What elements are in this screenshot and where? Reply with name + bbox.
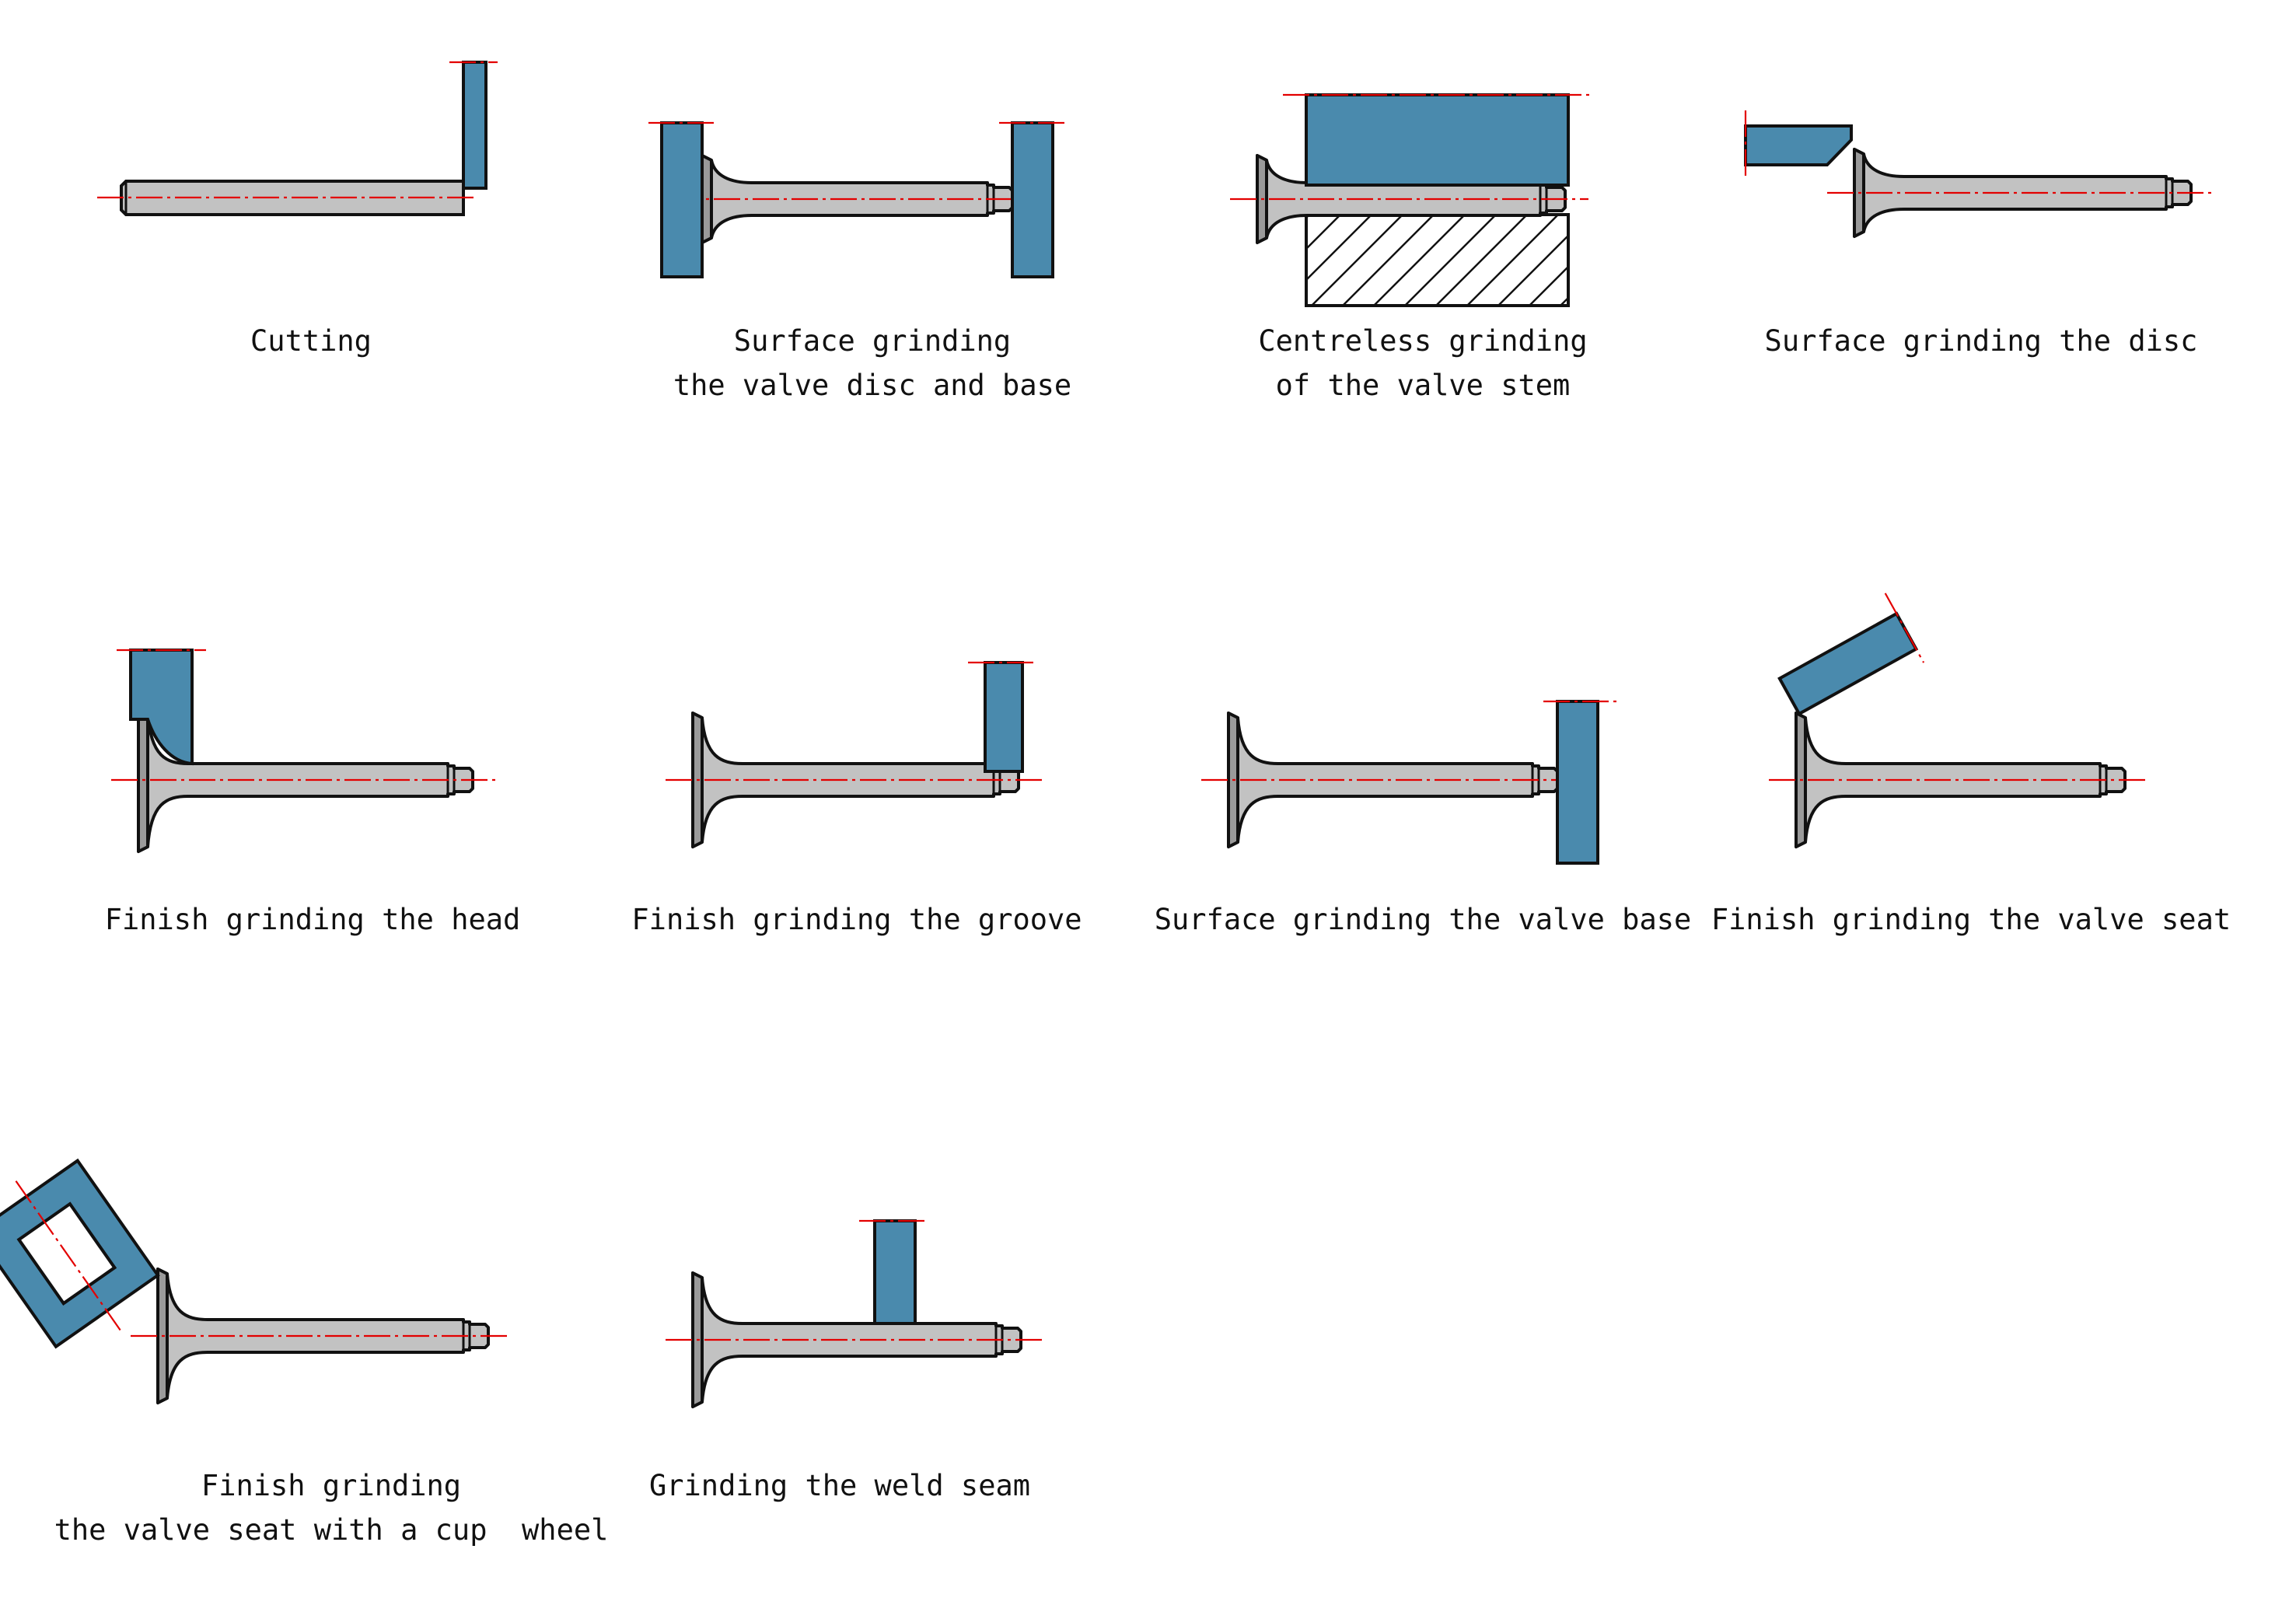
valve-body xyxy=(156,1268,490,1404)
caption-line: Centreless grinding xyxy=(1258,324,1588,358)
caption-finish-seat-cup: Finish grinding the valve seat with a cup… xyxy=(54,1463,609,1552)
caption-centreless: Centreless grinding of the valve stem xyxy=(1258,319,1587,407)
groove-wheel xyxy=(984,661,1024,773)
diagram-finish-head xyxy=(111,649,496,853)
caption-line: Surface grinding the disc xyxy=(1764,324,2198,358)
diagram-surface-base xyxy=(1201,700,1621,865)
diagram-finish-seat xyxy=(1769,593,2148,848)
base-grinding-wheel xyxy=(1011,121,1054,278)
caption-line: the valve disc and base xyxy=(673,369,1072,402)
caption-surface-base: Surface grinding the valve base xyxy=(1155,897,1692,942)
disc-grinding-wheel xyxy=(660,121,704,278)
diagram-cutting xyxy=(97,61,498,216)
diagram-finish-seat-cup xyxy=(0,1158,512,1404)
caption-finish-head: Finish grinding the head xyxy=(105,897,521,942)
caption-line: Grinding the weld seam xyxy=(648,1469,1031,1502)
caption-line: Surface grinding xyxy=(733,324,1012,358)
cup-wheel-group xyxy=(0,1158,160,1349)
caption-surface-disc-base: Surface grinding the valve disc and base xyxy=(673,319,1071,407)
caption-line: Surface grinding the valve base xyxy=(1154,903,1692,936)
caption-line: Finish grinding the valve seat xyxy=(1711,903,2231,936)
regulating-wheel xyxy=(1305,213,1570,307)
diagram-surface-disc xyxy=(1744,110,2214,238)
base-wheel xyxy=(1556,700,1599,865)
caption-line: Finish grinding the groove xyxy=(631,903,1082,936)
diagram-surface-disc-base xyxy=(648,121,1067,278)
diagram-weld-seam xyxy=(666,1219,1044,1408)
valve-body xyxy=(1795,712,2127,848)
wheel-axis xyxy=(1884,593,1925,663)
caption-surface-disc: Surface grinding the disc xyxy=(1765,319,2198,363)
caption-line: Cutting xyxy=(250,324,372,358)
diagram-centreless xyxy=(1230,93,1590,307)
caption-finish-groove: Finish grinding the groove xyxy=(631,897,1082,942)
caption-weld-seam: Grinding the weld seam xyxy=(649,1463,1030,1508)
angled-seat-wheel xyxy=(1777,611,1919,716)
angled-wheel-group xyxy=(1777,593,1925,716)
diagram-finish-groove xyxy=(666,661,1042,848)
valve-body xyxy=(691,1271,1022,1408)
caption-cutting: Cutting xyxy=(250,319,372,363)
valve-body xyxy=(1227,712,1559,848)
caption-line: Finish grinding the head xyxy=(104,903,521,936)
profile-wheel xyxy=(129,649,194,766)
caption-finish-seat: Finish grinding the valve seat xyxy=(1711,897,2231,942)
caption-line: Finish grinding xyxy=(201,1469,462,1502)
valve-body xyxy=(691,712,1020,848)
caption-line: the valve seat with a cup wheel xyxy=(54,1513,609,1547)
centreless-grinding-wheel xyxy=(1305,93,1570,187)
caption-line: of the valve stem xyxy=(1275,369,1571,402)
cutting-wheel xyxy=(462,61,488,190)
weld-seam-wheel xyxy=(873,1219,917,1325)
grinding-wheel xyxy=(1744,124,1853,166)
cup-wheel-axis xyxy=(12,1177,121,1331)
